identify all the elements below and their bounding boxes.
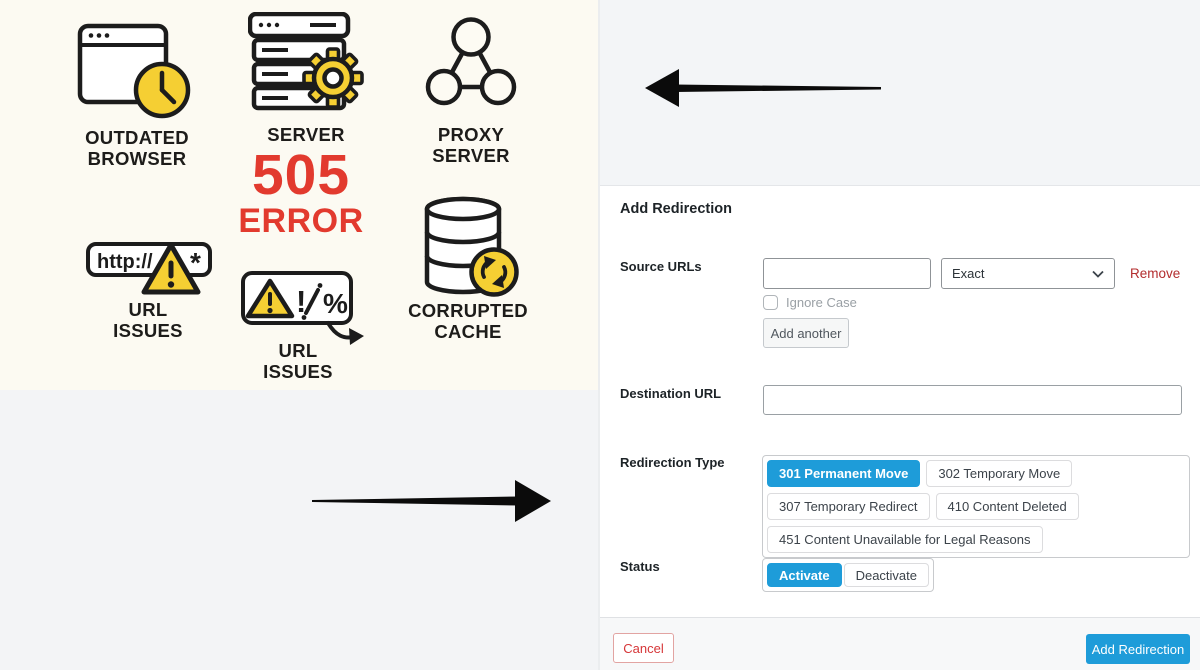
server-icon <box>248 12 364 111</box>
status-label: Status <box>620 559 660 574</box>
refresh-icon <box>469 247 519 297</box>
status-option-deactivate[interactable]: Deactivate <box>843 563 929 587</box>
corrupted-cache-icon <box>424 196 519 297</box>
add-redirection-button[interactable]: Add Redirection <box>1086 634 1190 664</box>
redirection-form-panel: Add Redirection Source URLs Exact Remove… <box>600 0 1200 670</box>
redirect-type-option-301[interactable]: 301 Permanent Move <box>767 460 921 487</box>
proxy-server-icon <box>425 17 517 106</box>
chevron-down-icon <box>1092 270 1104 278</box>
warning-triangle-icon <box>245 278 295 319</box>
error-word-text: ERROR <box>238 202 364 240</box>
match-type-value: Exact <box>952 266 985 281</box>
remove-link[interactable]: Remove <box>1130 266 1181 281</box>
redirect-type-option-307[interactable]: 307 Temporary Redirect <box>767 493 930 520</box>
redirection-type-group: 301 Permanent Move 302 Temporary Move 30… <box>762 455 1190 558</box>
status-group: Activate Deactivate <box>762 558 934 592</box>
infographic-panel: OUTDATED BROWSER <box>0 0 600 670</box>
destination-url-input[interactable] <box>763 385 1182 415</box>
source-url-input[interactable] <box>763 258 931 289</box>
outdated-browser-icon <box>77 23 191 119</box>
corrupted-cache-label: CORRUPTED CACHE <box>408 300 528 342</box>
svg-text:*: * <box>190 247 201 278</box>
source-urls-label: Source URLs <box>620 259 702 274</box>
url-issues-http-icon: http:// * <box>86 242 212 295</box>
redirection-type-label: Redirection Type <box>620 455 725 470</box>
warning-triangle-icon <box>141 242 201 295</box>
form-footer: Cancel Add Redirection <box>600 617 1200 670</box>
url-issues-left-label: URL ISSUES <box>113 299 183 341</box>
redirect-type-option-451[interactable]: 451 Content Unavailable for Legal Reason… <box>767 526 1043 553</box>
error-code-text: 505 <box>251 143 351 207</box>
error-505-heading: 505 ERROR <box>221 146 381 238</box>
server-label: SERVER <box>267 124 345 145</box>
curved-arrow-icon <box>326 321 364 345</box>
ignore-case-checkbox[interactable] <box>763 295 778 310</box>
svg-text:http://: http:// <box>97 251 153 273</box>
svg-text:!: ! <box>296 284 306 319</box>
redirect-type-option-410[interactable]: 410 Content Deleted <box>935 493 1079 520</box>
match-type-select[interactable]: Exact <box>941 258 1115 289</box>
arrow-left-icon <box>645 69 881 107</box>
outdated-browser-label: OUTDATED BROWSER <box>85 127 189 169</box>
top-spacer-region <box>600 0 1200 186</box>
form-title: Add Redirection <box>620 201 732 217</box>
cancel-button[interactable]: Cancel <box>613 633 674 663</box>
status-option-activate[interactable]: Activate <box>767 563 842 587</box>
svg-text:%: % <box>323 288 348 319</box>
url-issues-center-label: URL ISSUES <box>263 340 333 382</box>
ignore-case-row: Ignore Case <box>763 295 857 310</box>
gear-icon <box>302 47 364 109</box>
redirect-type-option-302[interactable]: 302 Temporary Move <box>926 460 1073 487</box>
ignore-case-label: Ignore Case <box>786 295 857 310</box>
add-another-button[interactable]: Add another <box>763 318 849 348</box>
destination-url-label: Destination URL <box>620 386 722 401</box>
url-issues-symbols-icon: ! % <box>241 271 364 345</box>
arrow-right-icon <box>312 480 551 522</box>
proxy-server-label: PROXY SERVER <box>432 124 510 166</box>
